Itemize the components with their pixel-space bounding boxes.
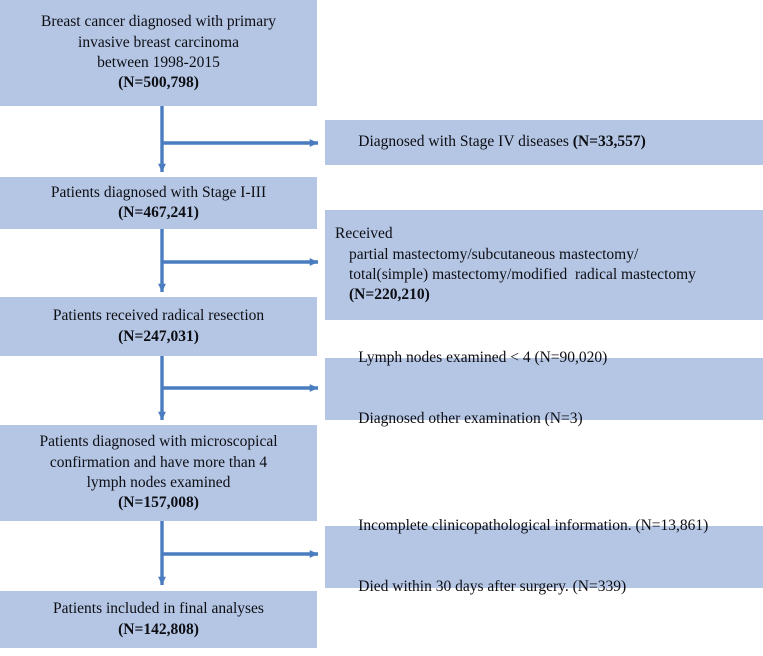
exclusion-box-incomplete-data: Incomplete clinicopathological informati… (325, 517, 763, 595)
box-count: (N=157,008) (118, 494, 199, 512)
exclusion-count: (N=90,020) (534, 349, 608, 367)
exclusion-row: Received (335, 225, 393, 243)
box-count: (N=467,241) (118, 204, 199, 221)
exclusion-row: total(simple) mastectomy/modified radica… (349, 266, 696, 283)
box-line: Patients diagnosed with Stage I-III (50, 183, 267, 201)
box-line: Patients diagnosed with microscopical (39, 433, 278, 451)
box-count: (N=500,798) (118, 74, 199, 92)
exclusion-row: Diagnosed other examination (N=3) (335, 389, 583, 450)
box-count: (N=142,808) (118, 620, 199, 638)
flow-box-microscopical-confirmation: Patients diagnosed with microscopical co… (0, 425, 317, 521)
exclusion-count: (N=220,210) (349, 286, 430, 304)
exclusion-row: Lymph nodes examined < 4 (N=90,020) (335, 328, 607, 389)
flow-box-cohort-source: Breast cancer diagnosed with primary inv… (0, 0, 317, 106)
exclusion-count: (N=3) (544, 410, 583, 428)
box-count: (N=247,031) (118, 327, 199, 345)
exclusion-row: Died within 30 days after surgery. (N=33… (335, 557, 626, 618)
flow-box-radical-resection: Patients received radical resection (N=2… (0, 297, 317, 356)
box-line: lymph nodes examined (86, 474, 231, 491)
flow-box-stage-i-iii: Patients diagnosed with Stage I-III (N=4… (0, 177, 317, 229)
exclusion-box-non-radical-surgery: Received partial mastectomy/subcutaneous… (325, 210, 763, 320)
exclusion-count: (N=13,861) (635, 517, 709, 535)
box-line: confirmation and have more than 4 (49, 453, 268, 471)
exclusion-box-lymph-nodes: Lymph nodes examined < 4 (N=90,020) Diag… (325, 349, 763, 427)
exclusion-text: Diagnosed other examination (358, 410, 545, 428)
exclusion-text: Incomplete clinicopathological informati… (358, 517, 636, 535)
exclusion-count: (N=339) (572, 578, 627, 596)
connector-group-2 (158, 229, 319, 293)
box-line: Breast cancer diagnosed with primary (41, 13, 276, 31)
exclusion-row: Incomplete clinicopathological informati… (335, 496, 708, 557)
exclusion-row: Diagnosed with Stage IV diseases (N=33,5… (335, 112, 646, 173)
exclusion-text: Lymph nodes examined < 4 (358, 349, 535, 367)
exclusion-box-stage-iv: Diagnosed with Stage IV diseases (N=33,5… (325, 120, 763, 165)
connector-group-1 (158, 106, 319, 173)
exclusion-row: partial mastectomy/subcutaneous mastecto… (349, 245, 639, 263)
connector-group-4 (158, 521, 319, 586)
box-line: Patients received radical resection (52, 307, 265, 325)
box-line: between 1998-2015 (97, 54, 220, 71)
exclusion-count: (N=33,557) (572, 133, 646, 151)
box-line: invasive breast carcinoma (78, 33, 239, 51)
flow-box-final-analyses: Patients included in final analyses (N=1… (0, 591, 317, 648)
connector-group-3 (158, 356, 319, 421)
exclusion-text: Died within 30 days after surgery. (358, 578, 573, 596)
box-line: Patients included in final analyses (53, 600, 264, 618)
exclusion-text: Diagnosed with Stage IV diseases (358, 133, 573, 151)
